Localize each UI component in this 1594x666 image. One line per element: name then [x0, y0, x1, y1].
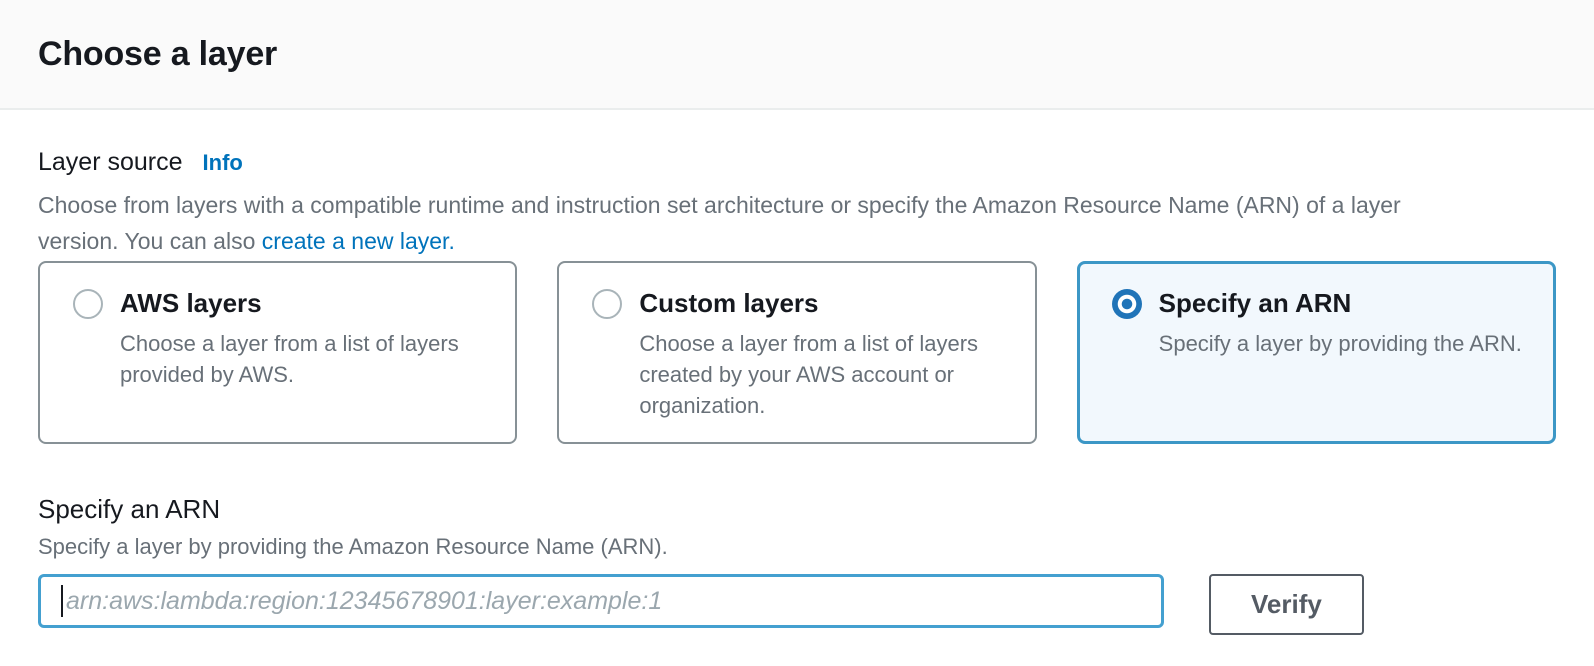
card-title: AWS layers — [120, 288, 262, 318]
card-head: Custom layers — [592, 288, 1012, 319]
radio-button-aws-layers[interactable] — [73, 288, 103, 319]
layer-source-description-line2: version. You can also create a new layer… — [38, 223, 1556, 259]
verify-button[interactable]: Verify — [1209, 574, 1364, 635]
layer-source-label: Layer source — [38, 148, 183, 176]
page-title: Choose a layer — [38, 34, 278, 73]
layer-option-card-specify-arn[interactable]: Specify an ARN Specify a layer by provid… — [1076, 261, 1556, 444]
card-title: Specify an ARN — [1158, 288, 1352, 318]
card-head: Specify an ARN — [1111, 288, 1532, 319]
input-caret — [61, 585, 63, 617]
layer-source-description-line2-text: version. You can also — [38, 228, 262, 254]
arn-input-wrap — [38, 574, 1164, 628]
specify-arn-description: Specify a layer by providing the Amazon … — [38, 534, 668, 559]
card-description: Choose a layer from a list of layers cre… — [639, 331, 979, 418]
card-head: AWS layers — [73, 288, 493, 319]
card-description: Specify a layer by providing the ARN. — [1158, 331, 1522, 356]
page-header: Choose a layer — [0, 0, 1594, 110]
layer-option-card-aws-layers[interactable]: AWS layers Choose a layer from a list of… — [38, 261, 518, 444]
radio-button-custom-layers[interactable] — [592, 288, 623, 319]
arn-input[interactable] — [38, 574, 1164, 628]
layer-source-description-line1: Choose from layers with a compatible run… — [38, 192, 1401, 218]
radio-button-specify-arn[interactable] — [1111, 288, 1142, 319]
layer-source-section: Layer source Info Choose from layers wit… — [0, 110, 1594, 635]
info-link[interactable]: Info — [202, 150, 243, 175]
specify-arn-section: Specify an ARN Specify a layer by provid… — [38, 494, 1556, 635]
layer-source-label-row: Layer source Info — [38, 144, 1556, 181]
arn-input-row: Verify — [38, 574, 1556, 635]
card-description: Choose a layer from a list of layers pro… — [120, 331, 459, 387]
create-new-layer-link[interactable]: create a new layer. — [261, 228, 455, 254]
layer-option-card-custom-layers[interactable]: Custom layers Choose a layer from a list… — [557, 261, 1037, 444]
card-title: Custom layers — [639, 288, 819, 318]
specify-arn-heading: Specify an ARN — [38, 494, 221, 524]
layer-source-description: Choose from layers with a compatible run… — [38, 187, 1556, 259]
layer-source-options: AWS layers Choose a layer from a list of… — [38, 261, 1556, 444]
